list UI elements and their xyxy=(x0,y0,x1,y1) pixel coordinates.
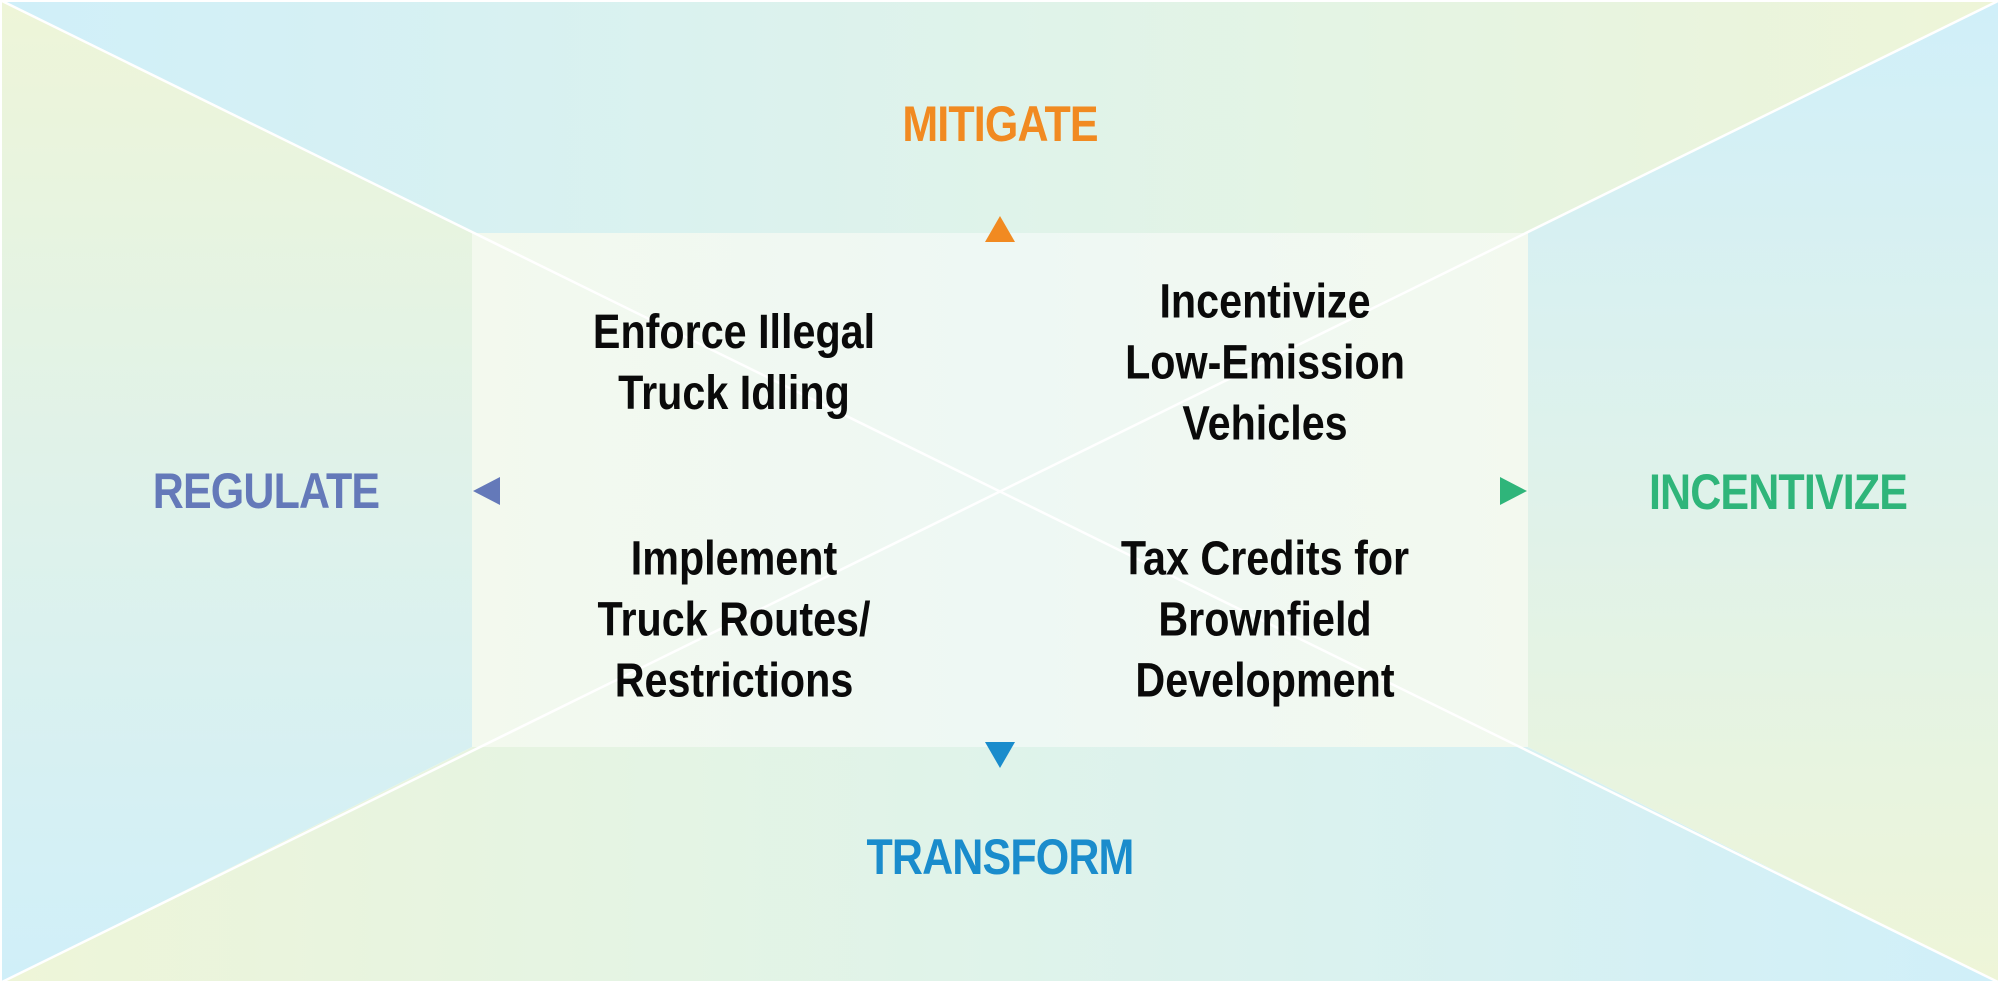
arrow-down-icon xyxy=(985,742,1015,768)
quadrant-line: Vehicles xyxy=(1182,397,1348,451)
top-trapezoid xyxy=(0,0,2000,233)
arrow-left-icon xyxy=(473,477,500,505)
quadrant-top-left-text: Enforce Illegal Truck Idling xyxy=(593,302,875,424)
quadrant-top-right-text: Incentivize Low-Emission Vehicles xyxy=(1125,272,1405,455)
quadrant-line: Implement xyxy=(630,532,838,586)
quadrant-bottom-left-text: Implement Truck Routes/ Restrictions xyxy=(598,529,871,712)
arrow-up-icon xyxy=(985,216,1015,242)
left-trapezoid xyxy=(0,0,472,983)
quadrant-line: Restrictions xyxy=(614,654,854,708)
axis-label-incentivize: INCENTIVIZE xyxy=(1648,464,1908,520)
quadrant-line: Incentivize xyxy=(1159,275,1371,329)
quadrant-line: Enforce Illegal xyxy=(592,306,876,359)
right-trapezoid xyxy=(1528,0,2000,983)
quadrant-line: Low-Emission xyxy=(1125,336,1405,390)
quadrant-line: Tax Credits for xyxy=(1120,532,1410,586)
quadrant-line: Brownfield xyxy=(1158,593,1372,647)
quadrant-line: Truck Idling xyxy=(618,367,850,420)
quadrant-bottom-right-text: Tax Credits for Brownfield Development xyxy=(1121,529,1409,712)
axis-label-mitigate: MITIGATE xyxy=(902,96,1098,152)
quadrant-line: Truck Routes/ xyxy=(597,593,871,647)
arrow-right-icon xyxy=(1500,477,1527,505)
quadrant-line: Development xyxy=(1135,654,1395,708)
axis-label-transform: TRANSFORM xyxy=(866,829,1135,885)
bottom-trapezoid xyxy=(0,747,2000,983)
axis-label-regulate: REGULATE xyxy=(152,463,380,519)
